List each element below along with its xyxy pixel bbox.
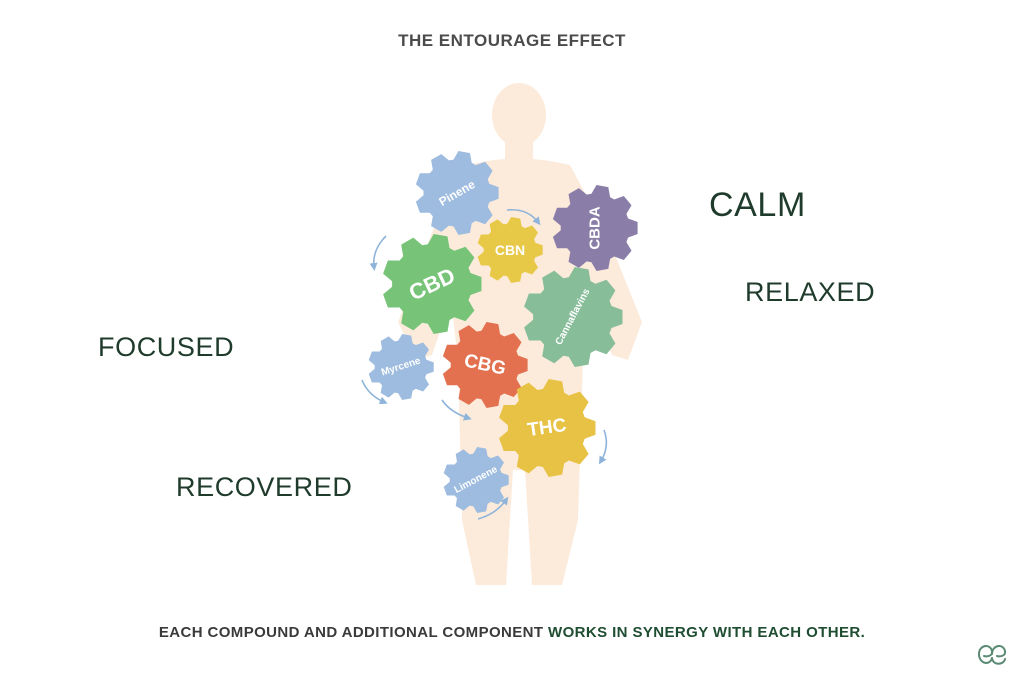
footer-caption: EACH COMPOUND AND ADDITIONAL COMPONENT W…: [0, 624, 1024, 641]
gear-cbda: CBDA: [552, 185, 638, 271]
gear-limonene-shape: [443, 447, 509, 513]
effect-calm: CALM: [709, 186, 806, 224]
gear-myrcene: Myrcene: [368, 334, 434, 400]
effect-recovered: RECOVERED: [176, 472, 353, 502]
gear-cbda-shape: [552, 185, 638, 271]
page-title: THE ENTOURAGE EFFECT: [398, 31, 626, 50]
gear-cbg: CBG: [442, 322, 528, 408]
arrow-myrcene-cbg: [441, 399, 472, 421]
gear-pinene-shape: [415, 151, 499, 235]
gear-cbd: CBD: [383, 234, 482, 334]
rotation-arrows: [361, 208, 608, 520]
gear-pinene: Pinene: [415, 151, 499, 235]
gear-cbn-shape: [477, 217, 543, 283]
gear-cbn: CBN: [477, 217, 543, 283]
gear-thc: THC: [499, 379, 596, 477]
arrow-cbd-left: [369, 235, 387, 271]
ee-logo-icon: [975, 640, 1009, 675]
arrow-limonene: [477, 496, 509, 520]
arrow-myrcene-left: [361, 379, 388, 405]
arrow-pinene-cbn: [506, 208, 541, 226]
gear-cbda-label: CBDA: [587, 206, 604, 249]
gear-thc-shape: [499, 379, 596, 477]
arrow-thc-right: [598, 429, 608, 465]
gear-cbg-shape: [442, 322, 528, 408]
gear-cannaflavins: Cannaflavins: [524, 267, 623, 367]
gear-cbn-label: CBN: [495, 242, 525, 258]
gear-cbd-shape: [383, 234, 482, 334]
gear-limonene: Limonene: [443, 447, 509, 513]
effect-relaxed: RELAXED: [745, 277, 876, 307]
gear-myrcene-shape: [368, 334, 434, 400]
effect-focused: FOCUSED: [98, 332, 235, 362]
footer-text-regular: EACH COMPOUND AND ADDITIONAL COMPONENT: [158, 624, 549, 641]
gear-cannaflavins-shape: [524, 267, 623, 367]
footer-text-bold: WORKS IN SYNERGY WITH EACH OTHER.: [548, 624, 866, 641]
